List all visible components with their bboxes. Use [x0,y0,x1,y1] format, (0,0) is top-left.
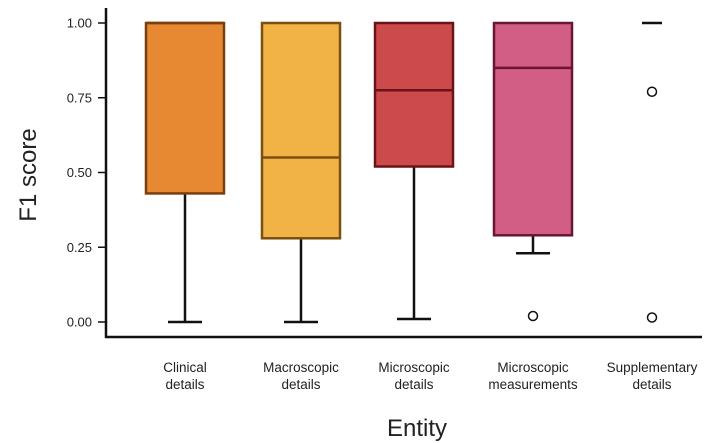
y-tick-label: 0.75 [67,90,92,105]
x-category-label: details [165,377,204,392]
x-axis-title: Entity [387,415,447,442]
x-category-label: Clinical [163,360,207,375]
box-1 [260,21,342,240]
y-tick-label: 0.50 [67,165,92,180]
y-axis-title: F1 score [15,128,42,221]
box-0 [144,21,226,195]
x-category-label: Supplementary [607,360,698,375]
y-tick-label: 0.00 [67,315,92,330]
box-2 [373,21,455,168]
x-category-label: details [281,377,320,392]
y-tick-label: 0.25 [67,240,92,255]
outlier-point [527,310,539,322]
x-category-label: measurements [488,377,578,392]
x-category-label: details [394,377,433,392]
y-tick-label: 1.00 [67,16,92,31]
x-category-label: Microscopic [378,360,450,375]
x-category-label: Microscopic [497,360,569,375]
outlier-point [646,86,658,98]
outlier-point [646,312,658,323]
x-category-label: details [632,377,671,392]
box-3 [492,21,574,237]
x-category-label: Macroscopic [263,360,339,375]
